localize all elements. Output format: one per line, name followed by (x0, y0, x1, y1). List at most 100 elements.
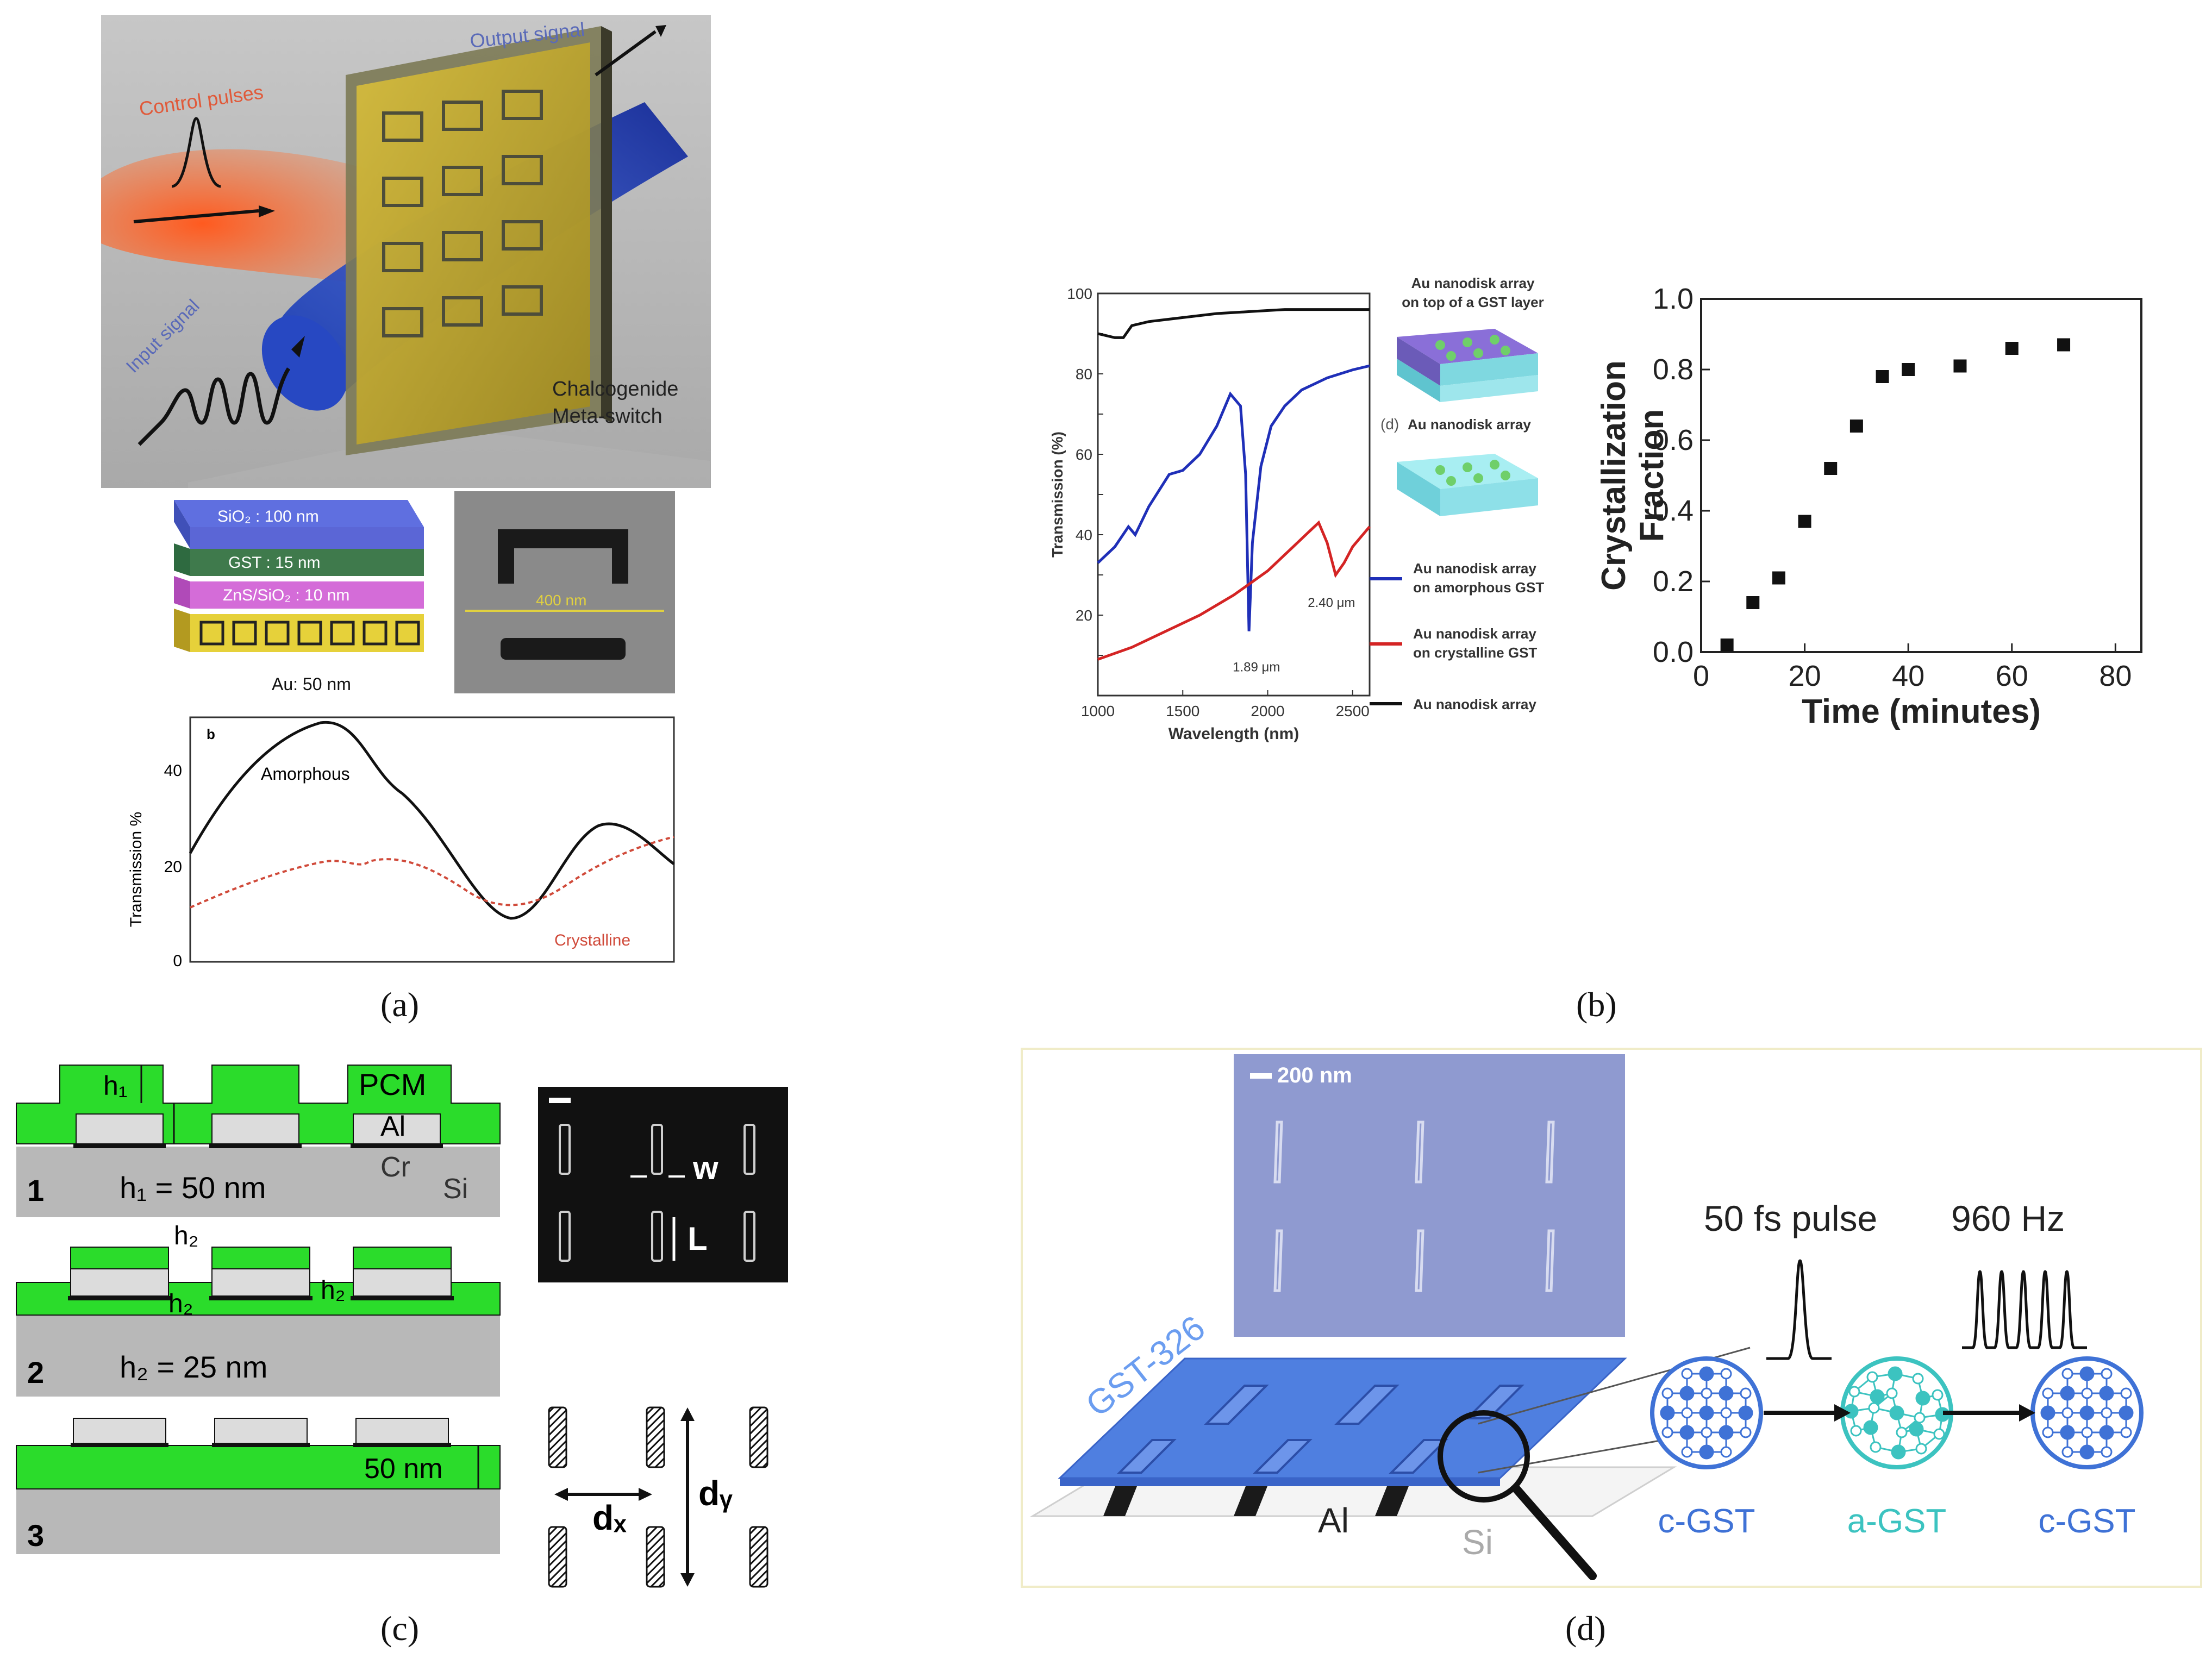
label-h2-mid: h₂ (168, 1290, 193, 1318)
lattice-atom (1866, 1371, 1878, 1383)
pulse-label: 50 fs pulse (1704, 1198, 1877, 1238)
caption-d: (d) (1565, 1609, 1606, 1648)
pcm-cross-sections: h₁ PCM Al Cr Si 1 h₁ = 50 nm h₂ h₂ h₂ 2 … (16, 1065, 501, 1554)
lattice-atom (1889, 1405, 1904, 1420)
chart-b1-ytick-label: 40 (1076, 527, 1092, 543)
chart-b2-point (1746, 596, 1760, 609)
plot-a-ytick-0: 0 (173, 952, 182, 970)
label-cr: Cr (380, 1151, 410, 1183)
row-1-section: h₁ PCM Al Cr Si 1 h₁ = 50 nm (16, 1065, 501, 1217)
legend-bare: Au nanodisk array (1413, 696, 1536, 712)
al-label: Al (1318, 1501, 1349, 1540)
lattice-atom (1870, 1441, 1882, 1453)
meta-switch-render: Control pulses Output signal Input signa… (101, 15, 711, 488)
chart-b1-ytick-label: 100 (1067, 285, 1092, 302)
plot-a-ytick-20: 20 (164, 858, 182, 876)
row-2-section: h₂ h₂ h₂ 2 h₂ = 25 nm (16, 1222, 501, 1397)
rod-array-schematic: dₓ dᵧ (548, 1406, 768, 1588)
lattice-atom (1681, 1368, 1693, 1380)
label-L: L (688, 1220, 708, 1257)
state-label-a-gst: a-GST (1847, 1503, 1947, 1540)
legend-crystalline-1: Au nanodisk array (1413, 625, 1536, 642)
chart-b2-ylabel-1: Crystallization (1595, 360, 1633, 591)
chart-b1-series-1 (1097, 364, 1370, 631)
amorphous-label: Amorphous (261, 764, 350, 784)
lattice-atom (1891, 1444, 1906, 1460)
crystalline-curve (190, 836, 674, 909)
lattice-atom (1720, 1368, 1732, 1380)
chart-b1-xtick-label: 1500 (1166, 703, 1199, 719)
transmission-plot-a: b Transmission % 0 20 40 Amorphous Cryst… (127, 716, 675, 970)
lattice-atom (2079, 1366, 2095, 1381)
chart-b2-xtick-label: 0 (1693, 660, 1709, 692)
chart-b2-xtick-label: 80 (2099, 660, 2132, 692)
crystalline-label: Crystalline (554, 931, 630, 949)
lattice-atom (1661, 1426, 1673, 1438)
lattice-atom (1863, 1420, 1878, 1435)
sem-d-scale: 200 nm (1277, 1063, 1352, 1087)
plot-a-ytick-40: 40 (164, 762, 182, 780)
chart-b2-ylabel-2: Fraction (1633, 409, 1671, 542)
lattice-atom (1701, 1426, 1713, 1438)
inset-bare-array (1397, 454, 1538, 516)
lattice-atom (1699, 1405, 1714, 1420)
chart-b2-point (2057, 338, 2071, 352)
lattice-atom (2099, 1425, 2114, 1440)
label-dx: dₓ (592, 1498, 627, 1537)
lattice-atom (1740, 1387, 1752, 1399)
magnifier-icon (1438, 1410, 1530, 1503)
row-2-number: 2 (27, 1355, 44, 1389)
lattice-states (1650, 1356, 2144, 1469)
label-dy: dᵧ (698, 1474, 733, 1513)
legend-amorphous-1: Au nanodisk array (1413, 560, 1536, 577)
inset-title-1: Au nanodisk array (1411, 275, 1535, 291)
lattice-atom (1679, 1425, 1695, 1440)
label-h2-top: h₂ (174, 1222, 198, 1250)
state-label-c-gst-2: c-GST (2038, 1503, 2135, 1540)
chart-b2-point (1772, 571, 1785, 585)
pulse-train-icon (1962, 1270, 2087, 1349)
caption-b: (b) (1576, 985, 1617, 1024)
label-h2-right: h₂ (321, 1276, 345, 1305)
lattice-atom (2101, 1407, 2113, 1419)
lattice-atom (1738, 1405, 1753, 1420)
chart-b2-xtick-label: 40 (1892, 660, 1924, 692)
sem-image-a: 400 nm (454, 491, 675, 693)
chart-b2-xtick-label: 60 (1996, 660, 2028, 692)
stack-au: Au: 50 nm (272, 674, 351, 694)
layer-stack: SiO₂ : 100 nm GST : 15 nm ZnS/SiO₂ : 10 … (174, 500, 424, 694)
lattice-atom (2061, 1407, 2073, 1419)
inset-d-letter: (d) (1380, 416, 1399, 433)
chart-b1-annotation-res1: 1.89 μm (1233, 660, 1280, 675)
lattice-atom (1888, 1366, 1903, 1381)
lattice-atom (1932, 1389, 1944, 1401)
chart-b2-point (1953, 359, 1967, 373)
chart-b1-frame (1097, 292, 1371, 697)
chart-b1-series-2 (1097, 520, 1371, 661)
lattice-atom (2120, 1387, 2132, 1399)
lattice-circle-2 (2030, 1356, 2144, 1469)
lattice-atom (1720, 1407, 1732, 1419)
amorphous-curve (189, 721, 675, 920)
row-3-number: 3 (27, 1518, 44, 1553)
row-1-number: 1 (27, 1173, 44, 1207)
sem-image-d (1234, 1054, 1625, 1337)
chart-b2-ytick-label: 0.6 (1653, 424, 1694, 456)
lattice-atom (1740, 1426, 1752, 1438)
lattice-atom (2060, 1386, 2075, 1401)
lattice-atom (2119, 1405, 2134, 1420)
chart-b1-xtick-label: 1000 (1081, 703, 1115, 719)
lattice-atom (2042, 1387, 2054, 1399)
lattice-atom (1660, 1405, 1675, 1420)
chart-b2-point (1824, 462, 1838, 475)
lattice-atom (1681, 1407, 1693, 1419)
plot-a-letter: b (207, 726, 215, 742)
chart-b1-xlabel: Wavelength (nm) (1169, 725, 1299, 743)
meta-switch-label-2: Meta-switch (552, 405, 663, 428)
chart-b1-series-0 (1097, 308, 1370, 339)
sem-image-c: w L (538, 1087, 788, 1282)
single-pulse-icon (1766, 1259, 1832, 1360)
label-pcm: PCM (359, 1067, 426, 1101)
chart-b2-point (1798, 515, 1811, 528)
